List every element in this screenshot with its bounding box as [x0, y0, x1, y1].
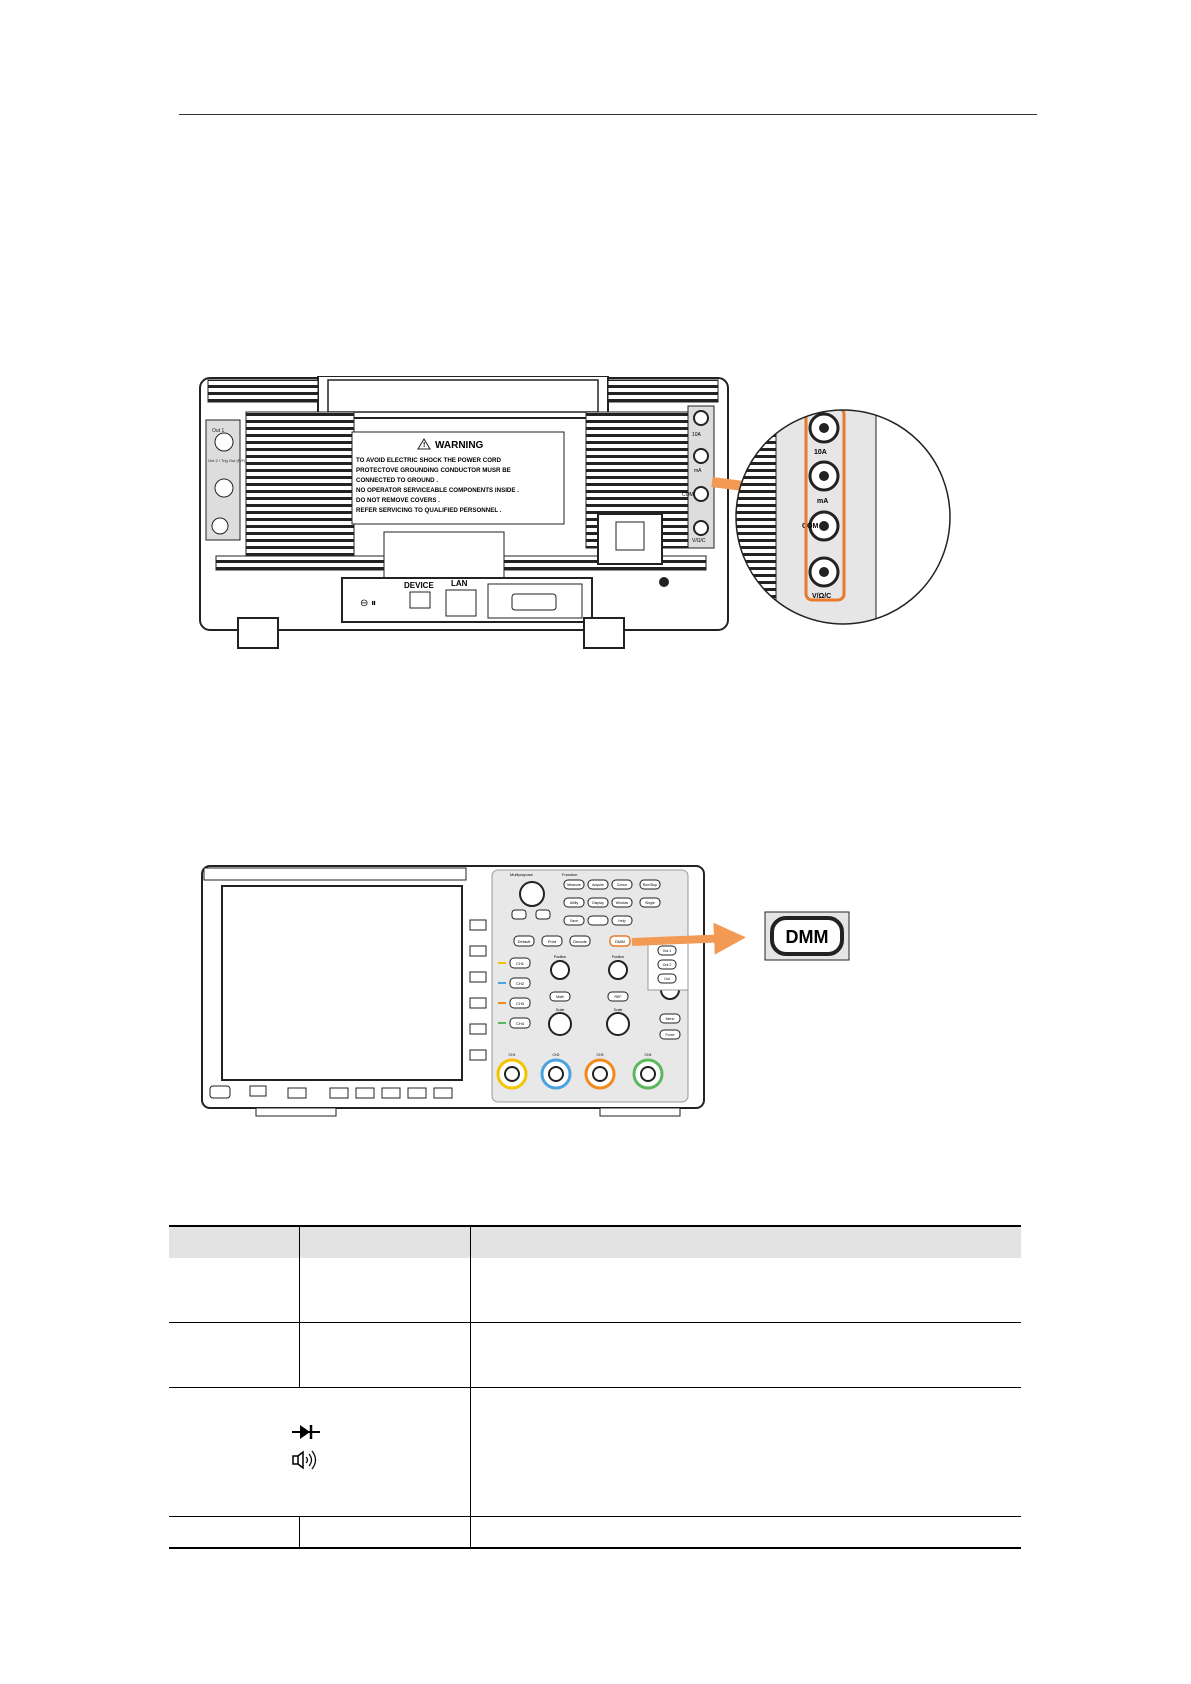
svg-text:mA: mA	[817, 498, 828, 505]
dmm-callout	[770, 916, 844, 956]
svg-text:Utility: Utility	[570, 901, 579, 905]
lan-port-label: LAN	[451, 579, 468, 588]
dmm-callout-label: DMM	[786, 927, 829, 947]
svg-text:CH1: CH1	[508, 1053, 515, 1057]
svg-text:!: !	[423, 442, 425, 449]
dmm-function-table	[169, 1225, 1021, 1549]
vent-left	[245, 411, 355, 559]
svg-text:Multipurpose: Multipurpose	[510, 872, 534, 877]
svg-text:Default: Default	[518, 939, 532, 944]
top-vent-left	[207, 379, 319, 403]
svg-text:Position: Position	[612, 955, 625, 959]
svg-text:Run/Stop: Run/Stop	[643, 883, 658, 887]
svg-text:PROTECTOVE GROUNDING CONDUCTOR: PROTECTOVE GROUNDING CONDUCTOR MUSR BE	[356, 467, 511, 474]
svg-text:mA: mA	[694, 468, 702, 474]
svg-text:10A: 10A	[814, 449, 827, 456]
screen	[221, 885, 463, 1081]
table-row	[169, 1322, 1021, 1388]
svg-text:Force: Force	[666, 1033, 675, 1037]
lan-port	[445, 589, 477, 617]
svg-text:Out 1: Out 1	[663, 949, 672, 953]
terminal-highlight	[804, 410, 846, 602]
vga-port	[511, 593, 557, 611]
svg-text:Window: Window	[616, 901, 629, 905]
header-col-2	[299, 1226, 471, 1258]
device-port-label: DEVICE	[404, 581, 434, 590]
svg-text:CONNECTED TO GROUND .: CONNECTED TO GROUND .	[356, 477, 438, 484]
svg-text:Position: Position	[554, 955, 567, 959]
header-rule	[179, 114, 1037, 115]
svg-text:Print: Print	[548, 939, 557, 944]
svg-text:Out 2: Out 2	[663, 963, 672, 967]
out2-label: Out 2 / Trig Out (P/F)	[208, 458, 246, 463]
top-vent-right	[607, 379, 719, 403]
svg-text:CH3: CH3	[596, 1053, 603, 1057]
svg-text:CH4: CH4	[516, 1021, 525, 1026]
svg-text:Acquire: Acquire	[592, 883, 604, 887]
continuity-icon	[291, 1450, 316, 1470]
diode-icon	[291, 1425, 320, 1439]
svg-text:⊖ ⏸: ⊖ ⏸	[360, 598, 376, 609]
dmm-arrow	[631, 922, 746, 955]
svg-text:Menu: Menu	[666, 1017, 675, 1021]
svg-text:REFER SERVICING TO QUALIFIED P: REFER SERVICING TO QUALIFIED PERSONNEL .	[356, 507, 502, 514]
header-col-3	[471, 1226, 1022, 1258]
svg-text:TO AVOID ELECTRIC SHOCK THE PO: TO AVOID ELECTRIC SHOCK THE POWER CORD	[356, 457, 501, 464]
svg-text:CH1: CH1	[516, 961, 525, 966]
svg-text:Cursor: Cursor	[617, 883, 628, 887]
svg-text:Scale: Scale	[556, 1008, 565, 1012]
svg-text:CH4: CH4	[644, 1053, 651, 1057]
svg-text:10A: 10A	[692, 432, 702, 438]
rear-panel-figure: Out 1 Out 2 / Trig Out (P/F) ! WARNING T…	[199, 376, 951, 649]
svg-text:Decode: Decode	[573, 939, 588, 944]
svg-text:CH3: CH3	[516, 1001, 525, 1006]
svg-text:Display: Display	[592, 901, 604, 905]
svg-text:CH2: CH2	[552, 1053, 559, 1057]
svg-text:Help: Help	[618, 919, 625, 923]
svg-text:Save: Save	[570, 919, 578, 923]
svg-text:COM: COM	[802, 523, 819, 530]
warning-label	[351, 431, 565, 525]
svg-text:Out: Out	[664, 977, 670, 981]
symbols-cell	[291, 1387, 471, 1517]
svg-text:DMM: DMM	[615, 939, 625, 944]
dmm-button	[609, 935, 631, 947]
svg-text:V/Ω/C: V/Ω/C	[812, 593, 831, 600]
zoom-detail: 10A mA COM V/Ω/C	[736, 410, 950, 624]
svg-text:Measure: Measure	[567, 883, 581, 887]
header-col-1	[169, 1226, 300, 1258]
svg-text:DO NOT REMOVE COVERS .: DO NOT REMOVE COVERS .	[356, 497, 440, 504]
svg-text:CH2: CH2	[516, 981, 525, 986]
table-row	[169, 1258, 1021, 1323]
svg-text:V/Ω/C: V/Ω/C	[692, 538, 706, 544]
svg-text:Single: Single	[645, 901, 655, 905]
svg-text:Scale: Scale	[614, 1008, 623, 1012]
device-port	[409, 591, 431, 609]
svg-text:Math: Math	[556, 995, 564, 999]
out1-label: Out 1	[212, 428, 224, 434]
table-row	[169, 1516, 1021, 1548]
warning-title: WARNING	[435, 440, 484, 451]
front-panel-figure: Multipurpose Function Measure Acquire Cu…	[201, 865, 850, 1117]
svg-text:COM: COM	[682, 492, 694, 498]
multipurpose-knob	[519, 881, 545, 907]
svg-text:Function: Function	[562, 872, 577, 877]
table-row	[169, 1387, 1021, 1517]
svg-text:NO OPERATOR SERVICEABLE COMPON: NO OPERATOR SERVICEABLE COMPONENTS INSID…	[356, 487, 519, 494]
svg-text:REF: REF	[615, 995, 622, 999]
